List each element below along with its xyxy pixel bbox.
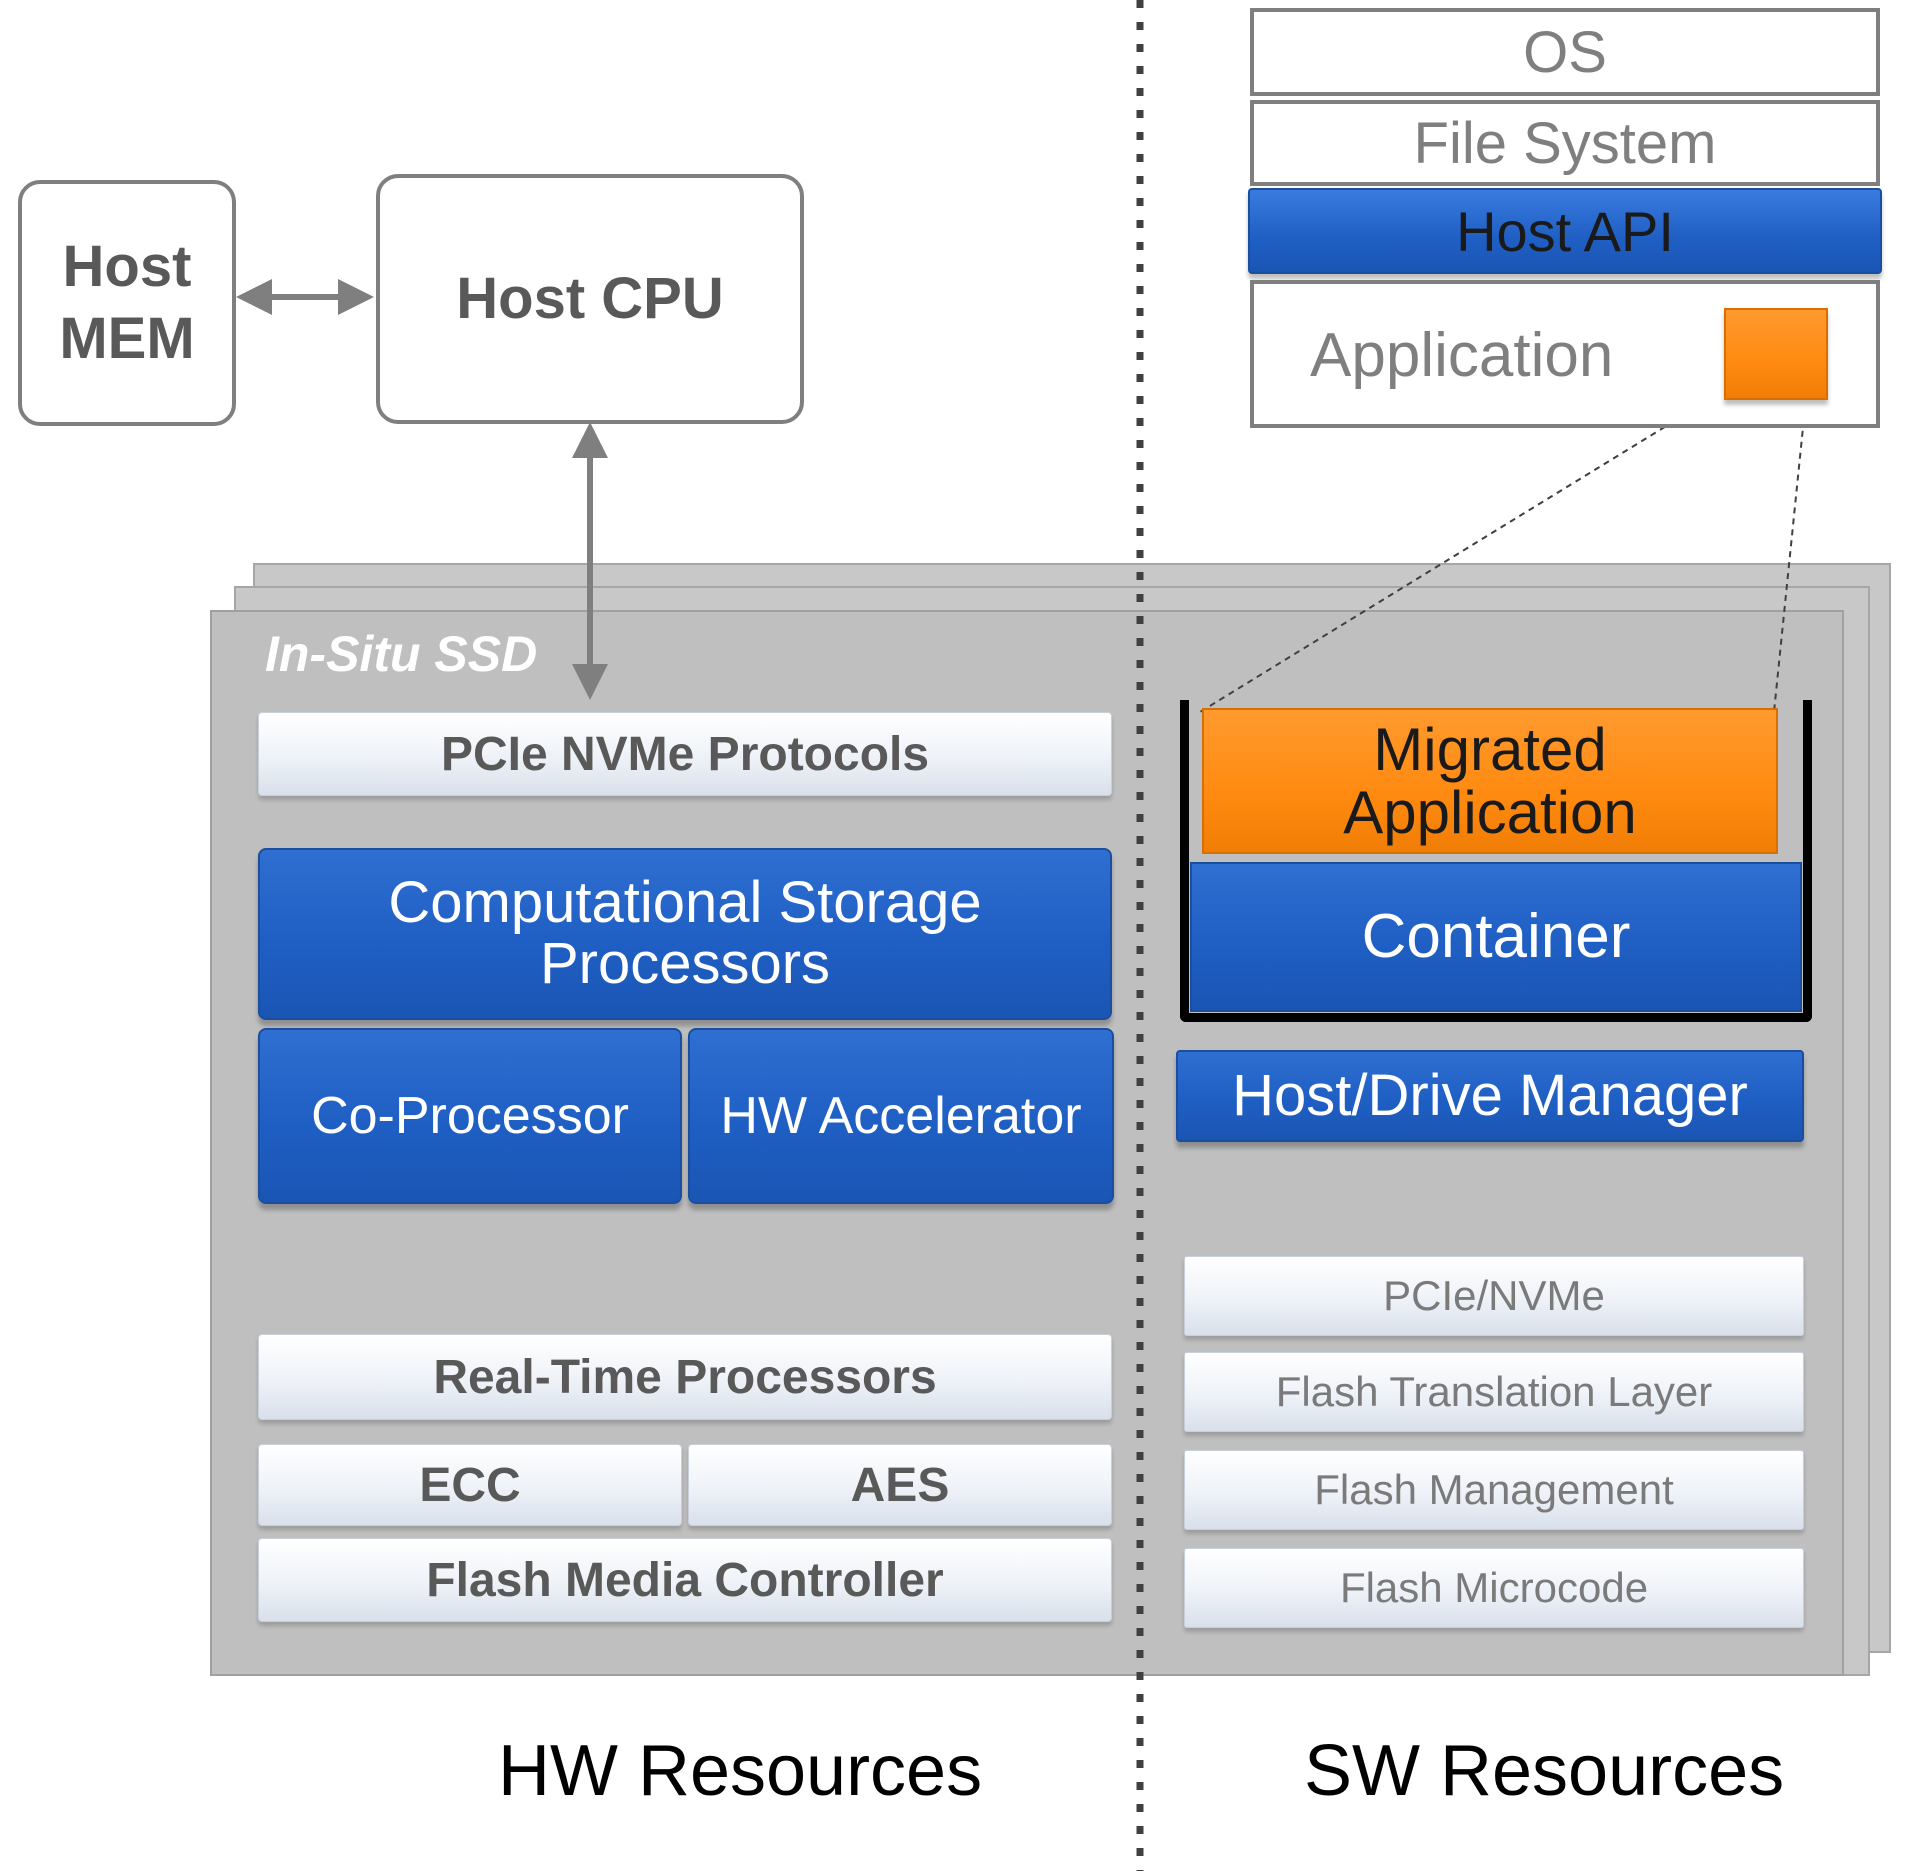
os-label: OS <box>1523 19 1607 85</box>
zoom-line-left <box>1199 397 1713 713</box>
application-label: Application <box>1310 321 1614 390</box>
aes-box: AES <box>688 1444 1112 1526</box>
ecc-box: ECC <box>258 1444 682 1526</box>
container-label: Container <box>1361 902 1631 972</box>
zoom-line-right <box>1773 397 1807 713</box>
hw-accelerator-label: HW Accelerator <box>720 1086 1082 1145</box>
flash-management-bar: Flash Management <box>1184 1450 1804 1530</box>
application-orange-square <box>1724 308 1828 400</box>
host-drive-manager-label: Host/Drive Manager <box>1232 1062 1748 1128</box>
flash-media-controller-bar: Flash Media Controller <box>258 1538 1112 1622</box>
sw-pcie-nvme-bar: PCIe/NVMe <box>1184 1256 1804 1336</box>
flash-translation-layer-label: Flash Translation Layer <box>1275 1368 1713 1415</box>
application-layer: Application <box>1250 280 1880 428</box>
real-time-processors-bar: Real-Time Processors <box>258 1334 1112 1420</box>
host-cpu-label: Host CPU <box>456 265 724 331</box>
computational-storage-processors-bar: Computational Storage Processors <box>258 848 1112 1020</box>
sw-resources-caption: SW Resources <box>1304 1731 1785 1811</box>
flash-media-controller-label: Flash Media Controller <box>426 1553 944 1607</box>
migrated-application-label-line2: Application <box>1343 779 1637 846</box>
co-processor-label: Co-Processor <box>311 1086 629 1145</box>
migrated-application-label-line1: Migrated <box>1373 716 1607 783</box>
pcie-nvme-protocols-label: PCIe NVMe Protocols <box>440 727 930 781</box>
flash-management-label: Flash Management <box>1314 1466 1674 1513</box>
real-time-processors-label: Real-Time Processors <box>433 1350 937 1404</box>
host-drive-manager-bar: Host/Drive Manager <box>1176 1050 1804 1142</box>
host-mem-box: Host MEM <box>18 180 236 426</box>
flash-microcode-label: Flash Microcode <box>1339 1564 1649 1611</box>
container-box: Container <box>1190 862 1802 1012</box>
co-processor-box: Co-Processor <box>258 1028 682 1204</box>
host-mem-label-line1: Host <box>62 233 192 299</box>
csp-label-line1: Computational Storage <box>388 870 982 936</box>
flash-microcode-bar: Flash Microcode <box>1184 1548 1804 1628</box>
file-system-label: File System <box>1413 110 1717 176</box>
aes-label: AES <box>850 1458 950 1512</box>
host-cpu-box: Host CPU <box>376 174 804 424</box>
migrated-application-box: Migrated Application <box>1202 708 1778 854</box>
flash-translation-layer-bar: Flash Translation Layer <box>1184 1352 1804 1432</box>
ecc-label: ECC <box>419 1458 521 1512</box>
sw-pcie-nvme-label: PCIe/NVMe <box>1383 1272 1605 1319</box>
pcie-nvme-protocols-bar: PCIe NVMe Protocols <box>258 712 1112 796</box>
hw-resources-caption: HW Resources <box>498 1731 983 1811</box>
csp-label-line2: Processors <box>539 931 831 996</box>
os-layer: OS <box>1250 8 1880 96</box>
host-mem-label-line2: MEM <box>59 306 195 371</box>
container-frame <box>1180 700 1812 1022</box>
host-api-label: Host API <box>1456 199 1674 263</box>
host-api-layer: Host API <box>1248 188 1882 274</box>
hw-accelerator-box: HW Accelerator <box>688 1028 1114 1204</box>
in-situ-ssd-title: In-Situ SSD <box>265 626 538 682</box>
file-system-layer: File System <box>1250 100 1880 186</box>
